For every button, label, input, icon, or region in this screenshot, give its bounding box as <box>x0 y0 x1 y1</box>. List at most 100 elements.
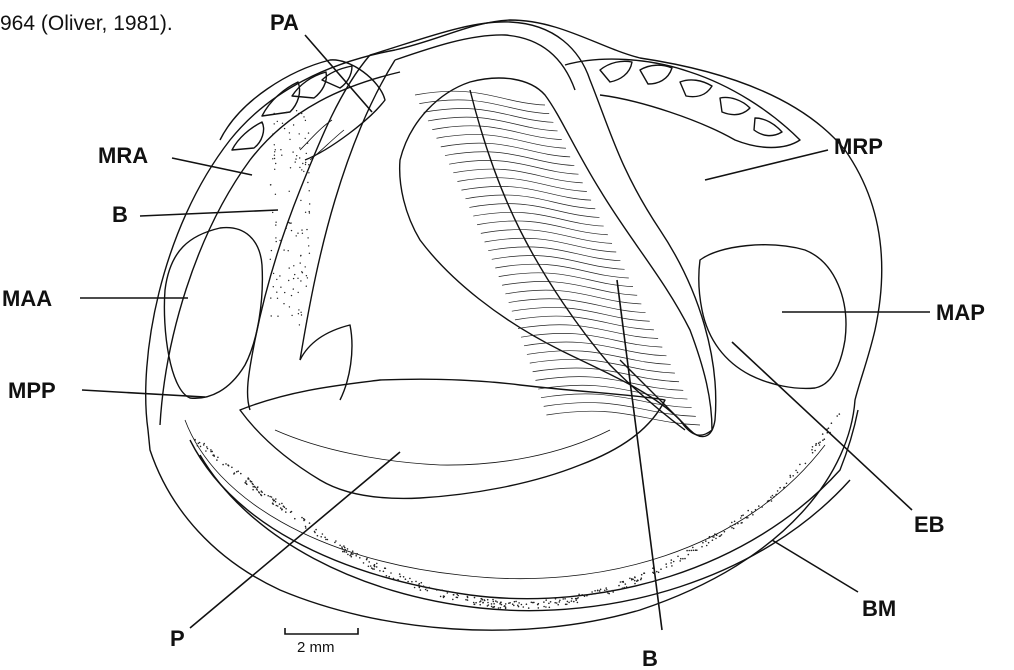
stipple-dot <box>275 222 276 223</box>
stipple-dot <box>206 446 208 448</box>
leader-P <box>190 452 400 628</box>
stipple-dot <box>309 211 310 212</box>
stipple-dot <box>299 133 300 134</box>
gill-hatch-line <box>492 256 625 270</box>
stipple-dot <box>612 591 614 593</box>
stipple-dot <box>274 169 275 170</box>
stipple-dot <box>567 601 569 603</box>
stipple-dot <box>327 539 329 541</box>
stipple-dot <box>447 592 449 594</box>
gill-hatch-line <box>495 264 629 278</box>
stipple-dot <box>815 444 817 446</box>
stipple-dot <box>746 517 748 519</box>
stipple-dot <box>303 520 305 522</box>
stipple-dot <box>339 545 341 547</box>
stipple-dot <box>300 255 301 256</box>
stipple-dot <box>298 313 299 314</box>
stipple-dot <box>299 147 300 148</box>
stipple-dot <box>403 576 405 578</box>
stipple-dot <box>836 415 838 417</box>
gill-hatch-line <box>477 221 608 235</box>
stipple-dot <box>274 113 275 114</box>
stipple-dot <box>297 233 298 234</box>
stipple-dot <box>294 518 296 520</box>
stipple-dot <box>427 590 429 592</box>
stipple-dot <box>305 162 306 163</box>
stipple-dot <box>303 518 305 520</box>
stipple-dot <box>608 593 610 595</box>
stipple-dot <box>670 562 672 564</box>
hinge-teeth-left <box>220 60 385 160</box>
stipple-dot <box>554 602 556 604</box>
stipple-dot <box>308 164 309 165</box>
stipple-dot <box>549 607 551 609</box>
stipple-dot <box>411 581 413 583</box>
stipple-dot <box>779 487 781 489</box>
stipple-dot <box>309 212 310 213</box>
stipple-dot <box>517 605 519 607</box>
stipple-dot <box>275 149 276 150</box>
stipple-dot <box>351 556 353 558</box>
stipple-dot <box>533 602 535 604</box>
stipple-dot <box>822 433 824 435</box>
stipple-dot <box>643 572 645 574</box>
stipple-dot <box>274 500 276 502</box>
stipple-dot <box>625 583 627 585</box>
stipple-dot <box>521 604 523 606</box>
stipple-dot <box>752 514 754 516</box>
gill-hatching <box>415 91 700 425</box>
stipple-dot <box>573 601 575 603</box>
label-MPP: MPP <box>8 378 56 403</box>
stipple-dot <box>591 594 593 596</box>
leader-PA <box>305 35 372 112</box>
stipple-dot <box>712 539 714 541</box>
stipple-dot <box>514 601 516 603</box>
stipple-dot <box>641 574 643 576</box>
stipple-dot <box>281 509 283 511</box>
stipple-dot <box>233 473 235 475</box>
stipple-dot <box>679 560 681 562</box>
stipple-dot <box>606 589 608 591</box>
gill-hatch-line <box>445 152 574 166</box>
stipple-dot <box>692 547 694 549</box>
stipple-dot <box>284 292 285 293</box>
stipple-dot <box>622 587 624 589</box>
stipple-dot <box>252 489 254 491</box>
stipple-dot <box>634 583 636 585</box>
stipple-dot <box>504 605 506 607</box>
stipple-dot <box>671 565 673 567</box>
stipple-dot <box>467 599 469 601</box>
stipple-dot <box>599 590 601 592</box>
stipple-dot <box>341 546 343 548</box>
stipple-dot <box>285 511 287 513</box>
stipple-dot <box>505 603 507 605</box>
stipple-dot <box>566 604 568 606</box>
stipple-dot <box>701 546 703 548</box>
stipple-dot <box>276 505 278 507</box>
stipple-dot <box>482 599 484 601</box>
stipple-dot <box>734 521 736 523</box>
stipple-dot <box>307 143 308 144</box>
stipple-dot <box>559 600 561 602</box>
stipple-dot <box>211 451 213 453</box>
stipple-dot <box>334 542 336 544</box>
stipple-dot <box>629 578 631 580</box>
stipple-dot <box>671 559 673 561</box>
stipple-dot <box>194 439 196 441</box>
stipple-dot <box>758 505 760 507</box>
stipple-dot <box>393 578 395 580</box>
stipple-dot <box>293 278 294 279</box>
stipple-dot <box>284 506 286 508</box>
stipple-dot <box>528 607 530 609</box>
stipple-dot <box>298 113 299 114</box>
stipple-dot <box>473 602 475 604</box>
gill-hatch-line <box>541 394 692 408</box>
stipple-dot <box>305 164 306 165</box>
stipple-dot <box>706 545 708 547</box>
stipple-dot <box>799 464 801 466</box>
stipple-dot <box>246 484 248 486</box>
stipple-dot <box>307 182 308 183</box>
gill-hatch-line <box>461 186 591 200</box>
stipple-dot <box>656 571 658 573</box>
stipple-dot <box>423 585 425 587</box>
